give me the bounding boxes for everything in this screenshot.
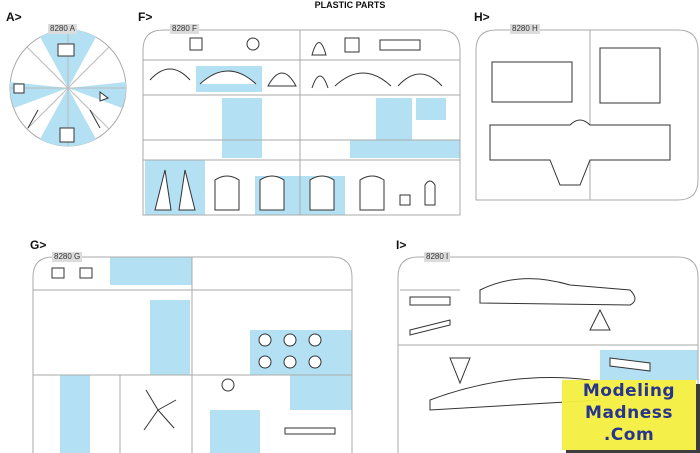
watermark-line-2: Madness (585, 403, 673, 423)
sprue-code-a: 8280 A (48, 24, 77, 34)
panel-label-a: A> (6, 10, 22, 24)
panel-label-f: F> (138, 10, 153, 24)
panel-label-h: H> (474, 10, 490, 24)
watermark-line-3: .Com (603, 425, 655, 445)
sprue-code-h: 8280 H (510, 24, 540, 34)
sprue-i (397, 256, 699, 453)
panel-label-g: G> (30, 238, 47, 252)
sprue-f (142, 29, 461, 216)
sprue-h (475, 29, 699, 201)
sprue-code-f: 8280 F (170, 24, 199, 34)
watermark-logo: Modeling Madness .Com (562, 380, 696, 450)
watermark-line-1: Modeling (582, 381, 676, 401)
sprue-code-g: 8280 G (52, 252, 83, 262)
sprue-a (9, 29, 127, 147)
page-title: PLASTIC PARTS (314, 0, 386, 10)
sprue-code-i: 8280 I (424, 252, 451, 262)
panel-label-i: I> (396, 238, 407, 252)
sprue-g (32, 256, 353, 453)
